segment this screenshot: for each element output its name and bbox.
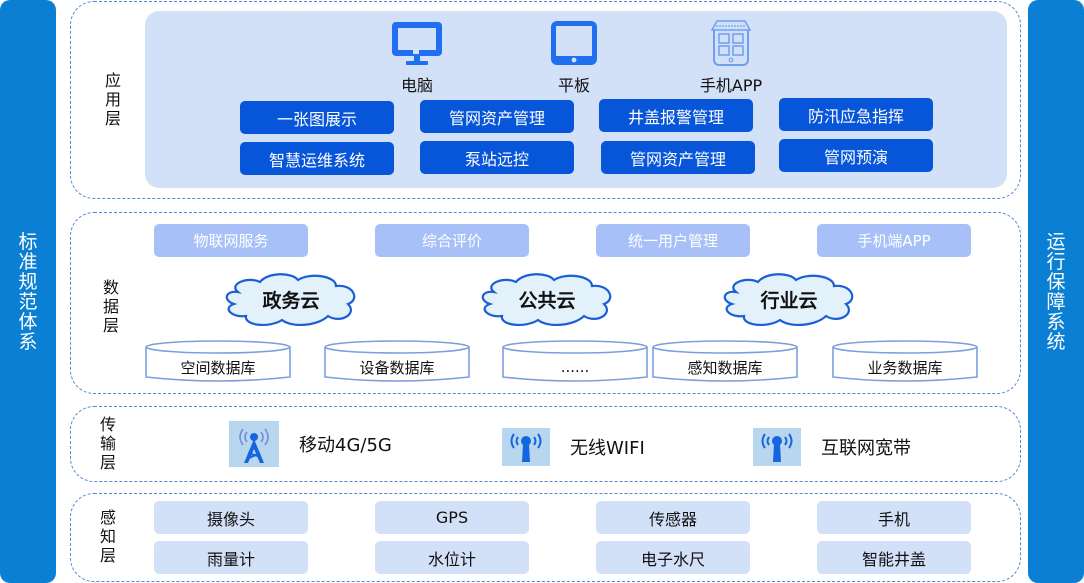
database: 空间数据库 <box>145 339 291 383</box>
service-button[interactable]: 物联网服务 <box>154 224 308 257</box>
sensor-item[interactable]: 手机 <box>817 501 971 534</box>
database-label: 空间数据库 <box>180 358 256 377</box>
service-button[interactable]: 综合评价 <box>375 224 529 257</box>
sensing-layer-label: 感知层 <box>99 508 116 565</box>
wifi-antenna-icon <box>502 428 550 466</box>
cloud-icon <box>481 273 612 326</box>
cloud-gov: 政务云 <box>218 270 364 328</box>
sensor-item[interactable]: 智能井盖 <box>817 541 971 574</box>
sensing-layer: 感知层 摄像头 GPS 传感器 手机 雨量计 水位计 电子水尺 智能井盖 <box>70 493 1021 582</box>
app-button[interactable]: 一张图展示 <box>240 101 394 134</box>
database-icon <box>502 340 648 382</box>
standards-system-bar: 标准规范体系 <box>0 0 56 583</box>
network-mobile-label: 移动4G/5G <box>299 435 392 456</box>
app-button[interactable]: 防汛应急指挥 <box>779 98 933 131</box>
device-pc: 电脑 <box>372 20 462 96</box>
network-broadband: 互联网宽带 <box>753 428 911 466</box>
app-button[interactable]: 泵站远控 <box>420 141 574 174</box>
database-label: ...... <box>560 358 590 376</box>
sensor-item[interactable]: 电子水尺 <box>596 541 750 574</box>
sensor-item[interactable]: 传感器 <box>596 501 750 534</box>
standards-system-label: 标准规范体系 <box>18 230 38 353</box>
database-label: 设备数据库 <box>359 358 435 377</box>
database-icon <box>832 340 978 382</box>
application-panel: 电脑 平板 手机APP 一张图展示 管网资产管理 <box>145 11 1007 188</box>
sensor-item[interactable]: GPS <box>375 501 529 534</box>
service-button[interactable]: 统一用户管理 <box>596 224 750 257</box>
transport-layer: 传输层 移动4G/5G <box>70 406 1021 482</box>
network-wifi-label: 无线WIFI <box>570 438 645 459</box>
broadband-antenna-icon <box>753 428 801 466</box>
cloud-gov-label: 政务云 <box>262 289 320 312</box>
operation-support-label: 运行保障系统 <box>1046 230 1066 353</box>
device-mobile-app: 手机APP <box>686 18 776 96</box>
cell-tower-icon <box>229 421 279 467</box>
app-button[interactable]: 井盖报警管理 <box>599 99 753 132</box>
database-icon <box>652 340 798 382</box>
device-mobile-app-label: 手机APP <box>699 76 763 95</box>
network-mobile: 移动4G/5G <box>229 421 392 467</box>
application-layer-label: 应用层 <box>104 71 121 128</box>
transport-layer-label: 传输层 <box>99 415 116 472</box>
database: 感知数据库 <box>652 339 798 383</box>
cloud-public: 公共云 <box>474 270 620 328</box>
data-layer: 数据层 物联网服务 综合评价 统一用户管理 手机端APP 政务云 公共云 行业云… <box>70 212 1021 394</box>
sensor-item[interactable]: 雨量计 <box>154 541 308 574</box>
database: 业务数据库 <box>832 339 978 383</box>
database: ...... <box>502 339 648 383</box>
database: 设备数据库 <box>324 339 470 383</box>
app-button[interactable]: 管网资产管理 <box>601 141 755 174</box>
application-layer: 应用层 电脑 平板 <box>70 1 1021 199</box>
cloud-industry-label: 行业云 <box>760 289 818 312</box>
device-tablet: 平板 <box>529 20 619 96</box>
app-button[interactable]: 智慧运维系统 <box>240 142 394 175</box>
operation-support-bar: 运行保障系统 <box>1028 0 1084 583</box>
database-icon <box>324 340 470 382</box>
app-button[interactable]: 管网预演 <box>779 139 933 172</box>
monitor-icon <box>392 22 442 65</box>
device-tablet-label: 平板 <box>557 76 590 95</box>
device-pc-label: 电脑 <box>400 76 433 95</box>
network-broadband-label: 互联网宽带 <box>821 438 911 459</box>
cloud-industry: 行业云 <box>716 270 862 328</box>
cloud-icon <box>723 273 854 326</box>
sensor-item[interactable]: 摄像头 <box>154 501 308 534</box>
cloud-public-label: 公共云 <box>518 289 576 312</box>
service-button[interactable]: 手机端APP <box>817 224 971 257</box>
tablet-icon <box>551 21 597 65</box>
sensor-item[interactable]: 水位计 <box>375 541 529 574</box>
network-wifi: 无线WIFI <box>502 428 645 466</box>
mobile-app-icon <box>710 20 752 66</box>
cloud-icon <box>225 273 356 326</box>
database-icon <box>145 340 291 382</box>
data-layer-label: 数据层 <box>102 278 119 335</box>
database-label: 业务数据库 <box>867 358 943 377</box>
app-button[interactable]: 管网资产管理 <box>420 100 574 133</box>
database-label: 感知数据库 <box>687 358 763 377</box>
